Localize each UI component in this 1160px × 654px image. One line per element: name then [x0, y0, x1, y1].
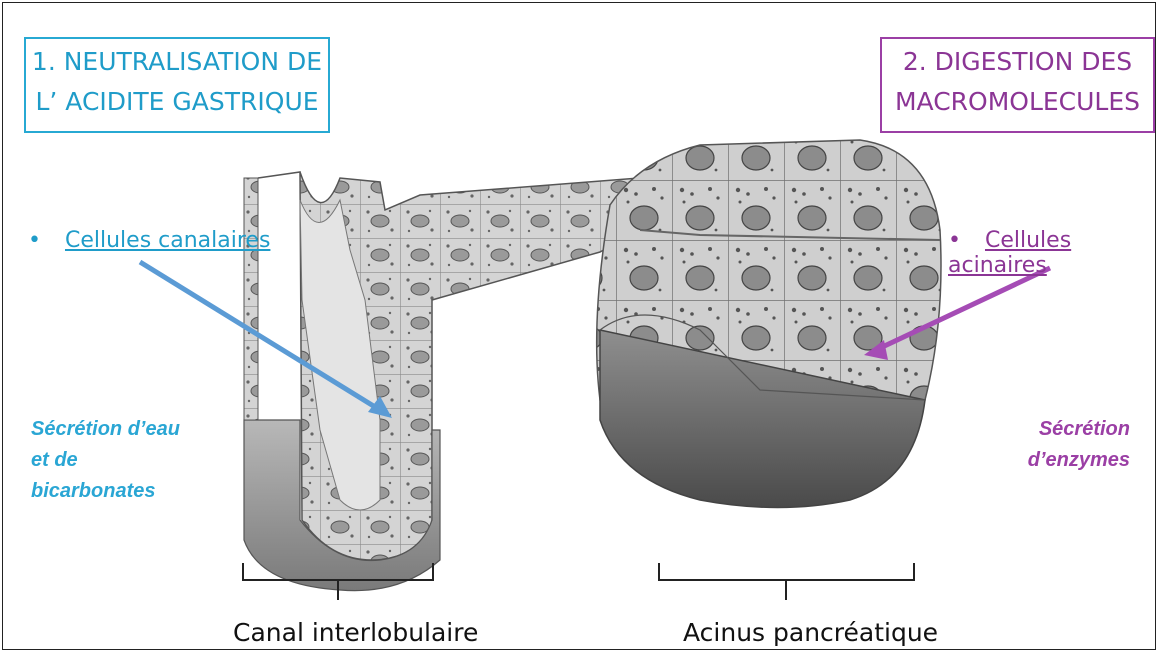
- note-secretion-enzymes: Sécrétion d’enzymes: [990, 414, 1130, 476]
- label-text: Cellules canalaires: [65, 228, 270, 253]
- pancreatic-acinus: [597, 140, 941, 508]
- caption-canal-interlobulaire: Canal interlobulaire: [233, 618, 478, 647]
- note-right-line2: d’enzymes: [990, 445, 1130, 476]
- interlobular-duct: [244, 172, 640, 591]
- label-cellules-canalaires: • Cellules canalaires: [28, 228, 270, 253]
- note-right-line1: Sécrétion: [990, 414, 1130, 445]
- note-left-line1: Sécrétion d’eau: [31, 414, 221, 445]
- bullet-dot: •: [948, 228, 961, 253]
- box-left-line2: L’ ACIDITE GASTRIQUE: [26, 82, 328, 122]
- note-left-line3: bicarbonates: [31, 476, 221, 507]
- box-right-line1: 2. DIGESTION DES: [882, 42, 1153, 82]
- note-secretion-eau: Sécrétion d’eau et de bicarbonates: [31, 414, 221, 507]
- box-right-line2: MACROMOLECULES: [882, 82, 1153, 122]
- label-text: Cellules acinaires: [948, 228, 1071, 278]
- bracket-acinus: [659, 563, 914, 600]
- label-cellules-acinaires: •Cellules acinaires: [948, 228, 1160, 278]
- function-box-digestion: 2. DIGESTION DES MACROMOLECULES: [880, 37, 1155, 133]
- box-left-line1: 1. NEUTRALISATION DE: [26, 42, 328, 82]
- caption-acinus-pancreatique: Acinus pancréatique: [683, 618, 938, 647]
- note-left-line2: et de: [31, 445, 221, 476]
- bullet-dot: •: [28, 228, 41, 253]
- function-box-neutralisation: 1. NEUTRALISATION DE L’ ACIDITE GASTRIQU…: [24, 37, 330, 133]
